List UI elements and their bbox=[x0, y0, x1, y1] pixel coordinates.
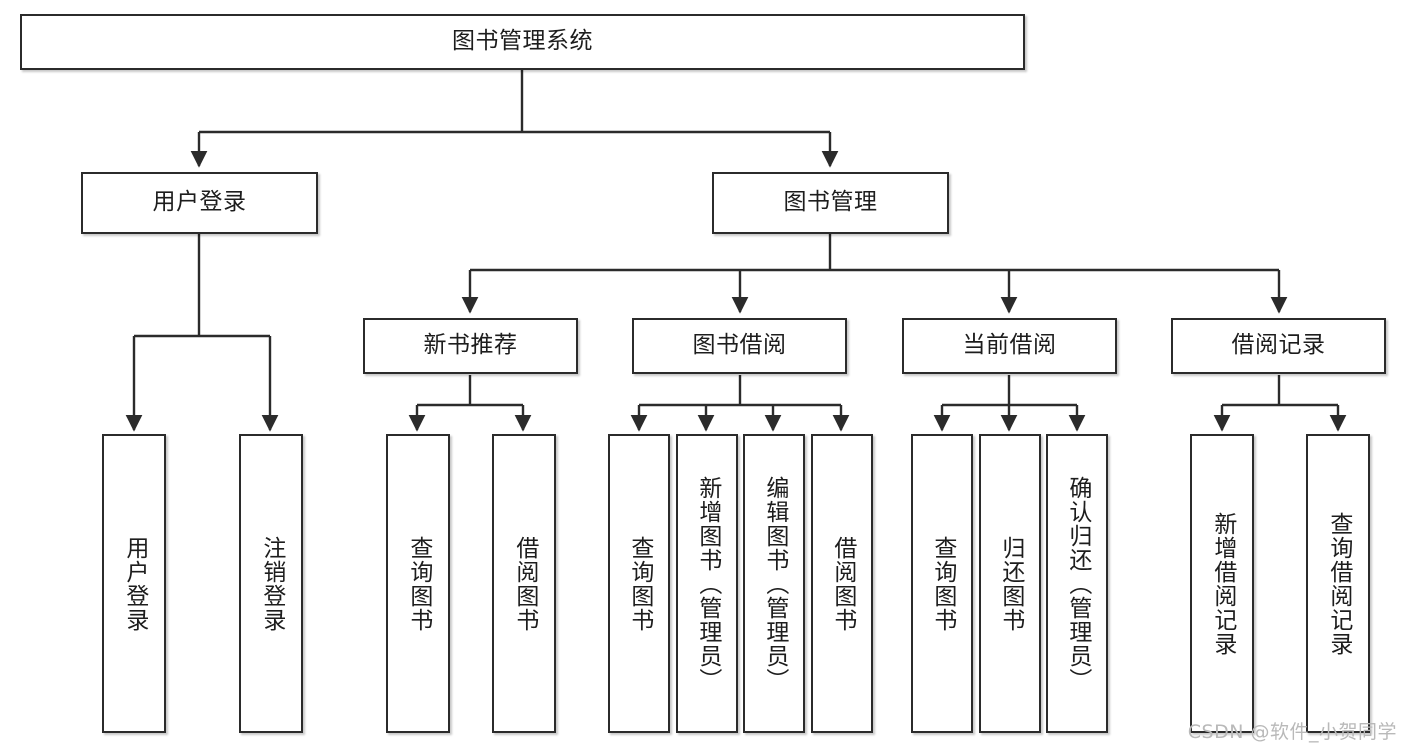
leaf-logout-login[interactable]: 注销登录 bbox=[239, 434, 303, 733]
leaf-add-book[interactable]: 新增图书（管理员） bbox=[676, 434, 738, 733]
node-book-management[interactable]: 图书管理 bbox=[712, 172, 949, 234]
leaf-logout-login-label: 注销登录 bbox=[258, 535, 285, 632]
leaf-query-book-2-label: 查询图书 bbox=[626, 535, 653, 632]
node-root[interactable]: 图书管理系统 bbox=[20, 14, 1025, 70]
leaf-query-borrow-record-label: 查询借阅记录 bbox=[1325, 511, 1352, 656]
leaf-confirm-return[interactable]: 确认归还（管理员） bbox=[1046, 434, 1108, 733]
leaf-edit-book[interactable]: 编辑图书（管理员） bbox=[743, 434, 805, 733]
node-current-borrow[interactable]: 当前借阅 bbox=[902, 318, 1117, 374]
node-book-management-label: 图书管理 bbox=[783, 189, 878, 216]
leaf-query-borrow-record[interactable]: 查询借阅记录 bbox=[1306, 434, 1370, 733]
leaf-confirm-return-label: 确认归还（管理员） bbox=[1064, 475, 1091, 692]
leaf-add-book-label: 新增图书（管理员） bbox=[694, 475, 721, 692]
node-user-login[interactable]: 用户登录 bbox=[81, 172, 318, 234]
leaf-borrow-book-1-label: 借阅图书 bbox=[511, 535, 538, 632]
leaf-add-borrow-record-label: 新增借阅记录 bbox=[1209, 511, 1236, 656]
leaf-query-book-3[interactable]: 查询图书 bbox=[911, 434, 973, 733]
node-book-borrow[interactable]: 图书借阅 bbox=[632, 318, 847, 374]
node-borrow-record-label: 借阅记录 bbox=[1231, 332, 1326, 359]
node-new-book-recommend-label: 新书推荐 bbox=[423, 332, 518, 359]
leaf-return-book[interactable]: 归还图书 bbox=[979, 434, 1041, 733]
leaf-query-book-1[interactable]: 查询图书 bbox=[386, 434, 450, 733]
leaf-borrow-book-2-label: 借阅图书 bbox=[829, 535, 856, 632]
node-borrow-record[interactable]: 借阅记录 bbox=[1171, 318, 1386, 374]
leaf-borrow-book-2[interactable]: 借阅图书 bbox=[811, 434, 873, 733]
leaf-return-book-label: 归还图书 bbox=[997, 535, 1024, 632]
node-current-borrow-label: 当前借阅 bbox=[962, 332, 1057, 359]
node-root-label: 图书管理系统 bbox=[452, 28, 593, 55]
leaf-user-login-label: 用户登录 bbox=[121, 535, 148, 632]
leaf-user-login[interactable]: 用户登录 bbox=[102, 434, 166, 733]
leaf-query-book-1-label: 查询图书 bbox=[405, 535, 432, 632]
node-new-book-recommend[interactable]: 新书推荐 bbox=[363, 318, 578, 374]
leaf-edit-book-label: 编辑图书（管理员） bbox=[761, 475, 788, 692]
leaf-add-borrow-record[interactable]: 新增借阅记录 bbox=[1190, 434, 1254, 733]
node-user-login-label: 用户登录 bbox=[152, 189, 247, 216]
leaf-borrow-book-1[interactable]: 借阅图书 bbox=[492, 434, 556, 733]
leaf-query-book-3-label: 查询图书 bbox=[929, 535, 956, 632]
leaf-query-book-2[interactable]: 查询图书 bbox=[608, 434, 670, 733]
node-book-borrow-label: 图书借阅 bbox=[692, 332, 787, 359]
